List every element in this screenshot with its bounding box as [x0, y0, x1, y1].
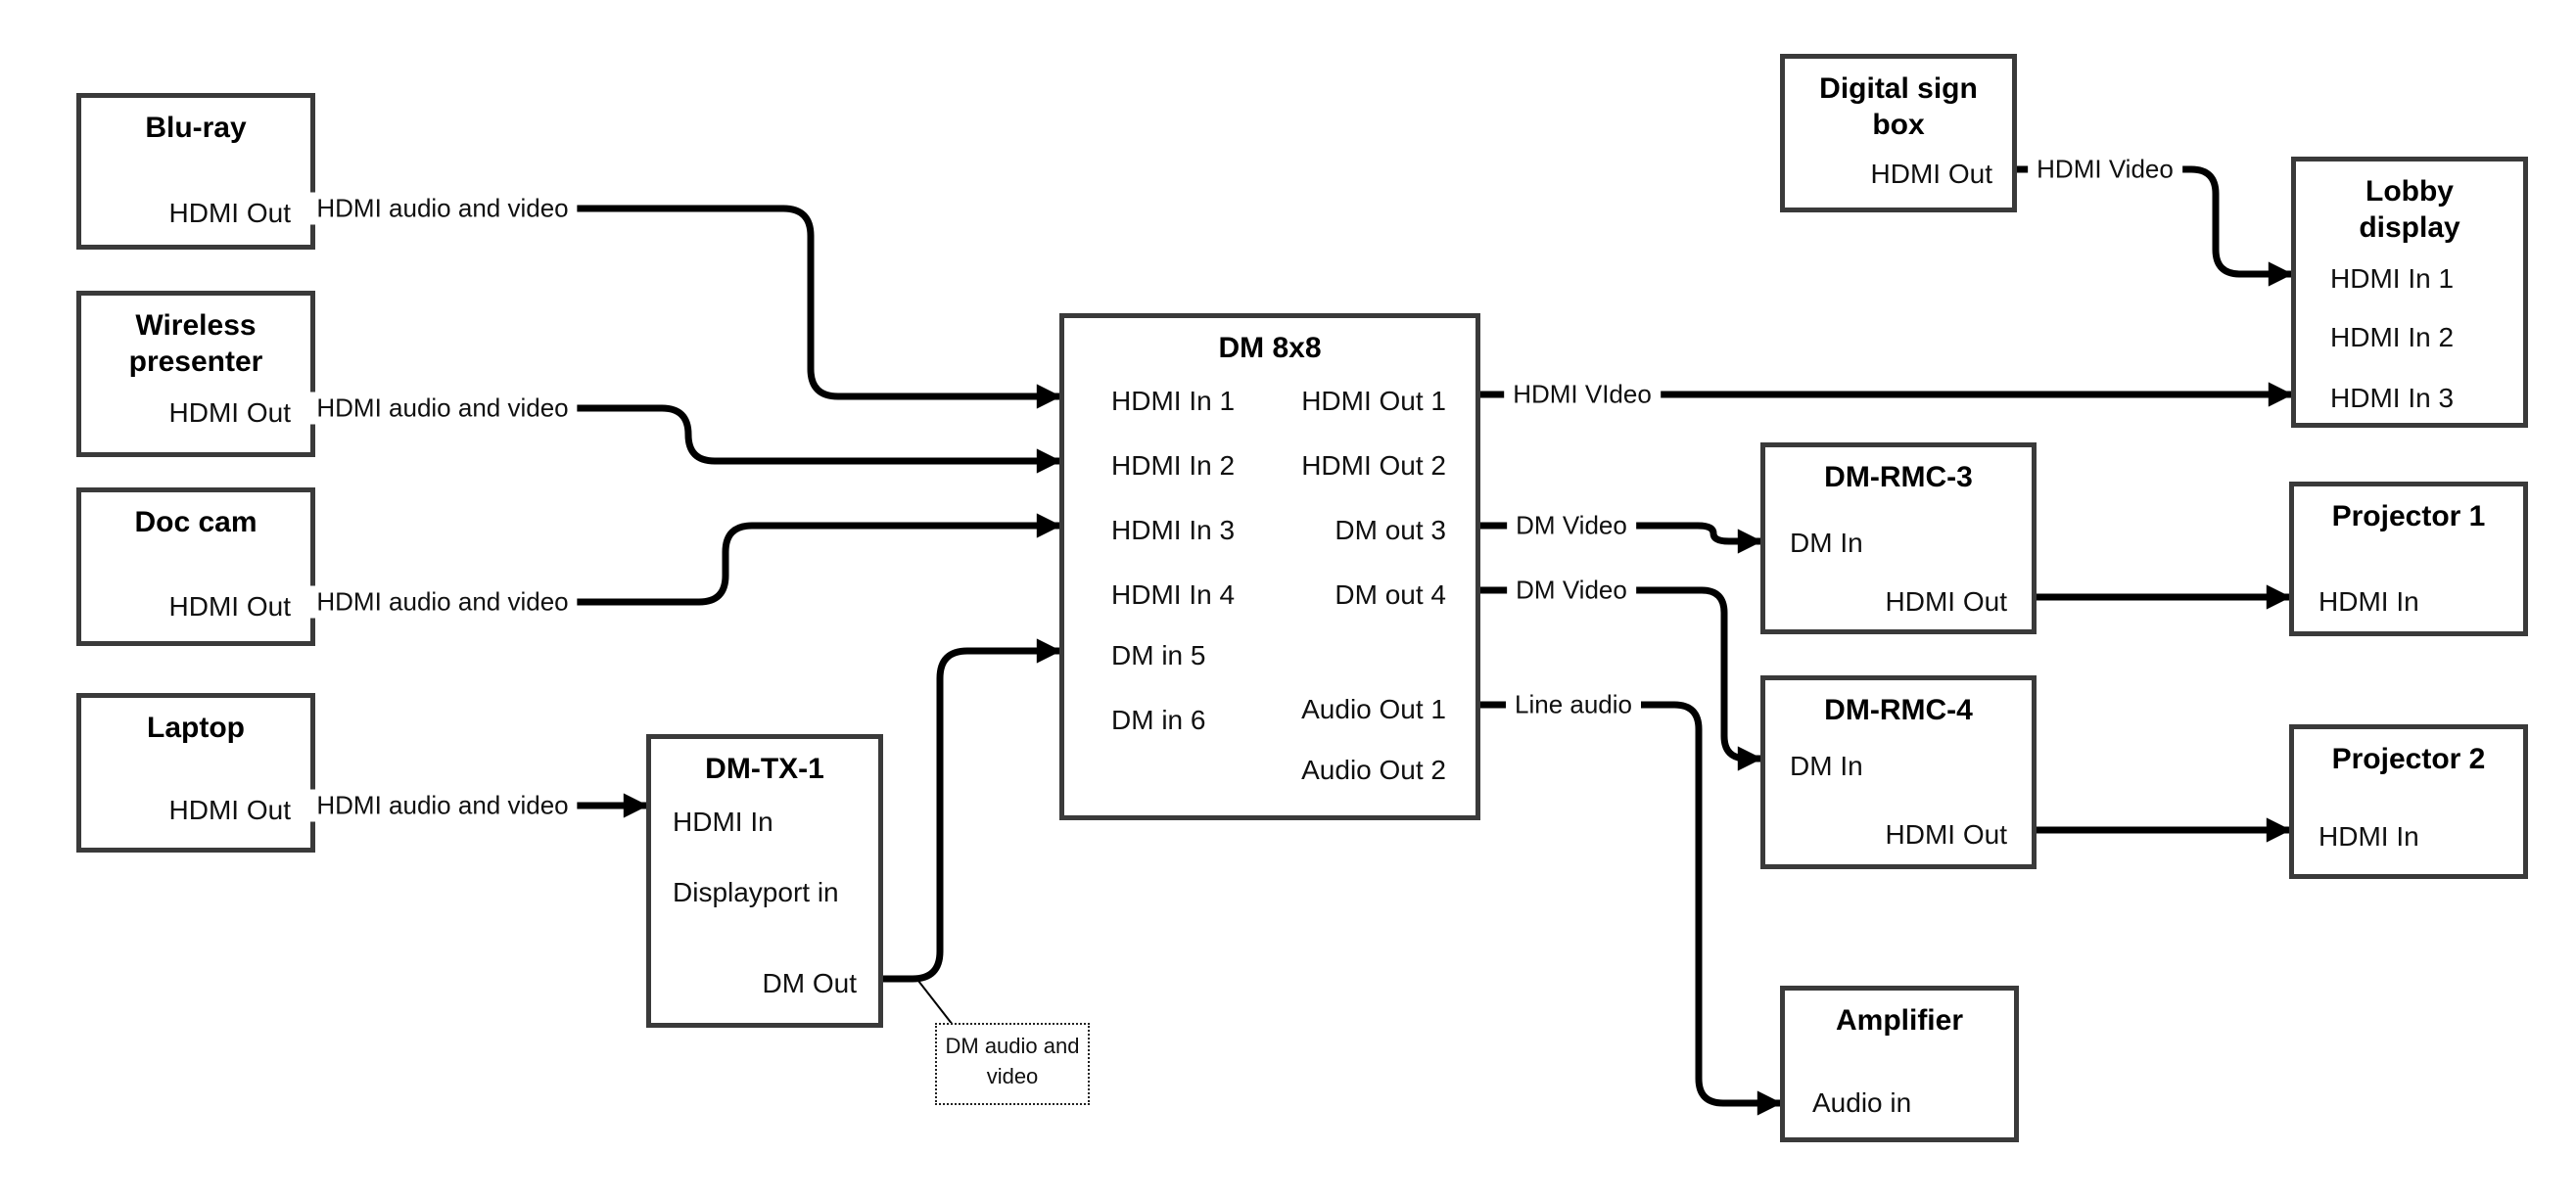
node-title: Doc cam [134, 506, 258, 538]
wire-label-hdmi-video-sign: HDMI Video [2028, 153, 2182, 186]
port-hdmi-out: HDMI Out [168, 198, 291, 228]
node-title: DM 8x8 [1218, 332, 1322, 364]
node-doc-cam: Doc cam HDMI Out [76, 487, 315, 646]
node-projector-2: Projector 2 HDMI In [2289, 724, 2528, 879]
node-dm-rmc-3: DM-RMC-3 DM In HDMI Out [1760, 442, 2037, 634]
port-dm-in-6: DM in 6 [1111, 705, 1206, 735]
node-laptop: Laptop HDMI Out [76, 693, 315, 853]
wire-label-dm-video-out4: DM Video [1507, 574, 1636, 607]
port-hdmi-out: HDMI Out [168, 397, 291, 428]
port-dm-in: DM In [1790, 528, 1863, 558]
wire-label-hdmi-av-bluray: HDMI audio and video [307, 192, 578, 225]
wire-label-hdmi-video-out1: HDMI VIdeo [1504, 378, 1661, 411]
port-dm-out: DM Out [762, 968, 857, 998]
node-title: Amplifier [1835, 1004, 1964, 1037]
port-dm-in-5: DM in 5 [1111, 640, 1206, 670]
callout-leader-line [917, 980, 954, 1026]
wire-dm8x8-audio1-to-amplifier [1480, 701, 1783, 1116]
wire-bluray-to-dm8x8-in1 [315, 205, 1062, 409]
node-title: DM-RMC-4 [1824, 694, 1973, 726]
node-title: Wireless presenter [128, 309, 263, 378]
node-digital-sign-box: Digital sign box HDMI Out [1780, 54, 2017, 212]
port-hdmi-out: HDMI Out [1885, 586, 2007, 617]
node-title: Digital sign box [1819, 72, 1978, 141]
node-lobby-display: Lobby display HDMI In 1 HDMI In 2 HDMI I… [2291, 157, 2528, 428]
port-hdmi-in-2: HDMI In 2 [2330, 322, 2455, 352]
node-title: Lobby display [2359, 175, 2460, 244]
port-hdmi-in: HDMI In [2318, 586, 2419, 617]
wire-dm8x8-out3-to-dmrmc3 [1480, 522, 1763, 554]
node-dm-8x8: DM 8x8 HDMI In 1 HDMI In 2 HDMI In 3 HDM… [1059, 313, 1480, 820]
port-audio-out-2: Audio Out 2 [1301, 755, 1446, 785]
port-hdmi-out: HDMI Out [1870, 159, 1992, 189]
port-audio-in: Audio in [1812, 1087, 1912, 1118]
node-title: DM-TX-1 [705, 753, 824, 785]
node-title: DM-RMC-3 [1824, 461, 1973, 493]
wire-label-dm-video-out3: DM Video [1507, 509, 1636, 542]
port-dm-out-4: DM out 4 [1335, 579, 1446, 610]
port-dm-out-3: DM out 3 [1335, 515, 1446, 545]
wire-label-line-audio: Line audio [1506, 688, 1641, 721]
wire-label-hdmi-av-laptop: HDMI audio and video [307, 789, 578, 822]
port-hdmi-in: HDMI In [673, 807, 773, 837]
node-title: Blu-ray [145, 112, 247, 144]
wire-label-hdmi-av-wireless: HDMI audio and video [307, 392, 578, 425]
node-blu-ray: Blu-ray HDMI Out [76, 93, 315, 250]
port-hdmi-in-1: HDMI In 1 [1111, 386, 1236, 416]
node-title: Projector 2 [2331, 743, 2486, 775]
port-hdmi-in: HDMI In [2318, 821, 2419, 852]
port-dm-in: DM In [1790, 751, 1863, 781]
callout-dm-audio-video: DM audio and video [935, 1023, 1090, 1105]
wire-dm8x8-out4-to-dmrmc4 [1480, 586, 1763, 771]
port-hdmi-out-2: HDMI Out 2 [1301, 450, 1446, 481]
node-projector-1: Projector 1 HDMI In [2289, 482, 2528, 636]
node-title: Projector 1 [2331, 500, 2486, 532]
wire-doccam-to-dm8x8-in3 [315, 513, 1062, 606]
node-amplifier: Amplifier Audio in [1780, 986, 2019, 1142]
port-hdmi-in-1: HDMI In 1 [2330, 263, 2455, 294]
port-hdmi-out-1: HDMI Out 1 [1301, 386, 1446, 416]
node-dm-rmc-4: DM-RMC-4 DM In HDMI Out [1760, 675, 2037, 869]
port-hdmi-in-4: HDMI In 4 [1111, 579, 1236, 610]
wire-dmtx1-to-dm8x8-in5 [883, 638, 1062, 983]
port-hdmi-out: HDMI Out [168, 591, 291, 622]
wire-wireless-to-dm8x8-in2 [315, 404, 1062, 474]
node-wireless-presenter: Wireless presenter HDMI Out [76, 291, 315, 457]
wire-label-hdmi-av-doccam: HDMI audio and video [307, 585, 578, 619]
port-hdmi-in-2: HDMI In 2 [1111, 450, 1236, 481]
wire-digitalsign-to-lobby-in1 [2017, 165, 2294, 287]
port-hdmi-out: HDMI Out [1885, 819, 2007, 850]
node-dm-tx-1: DM-TX-1 HDMI In Displayport in DM Out [646, 734, 883, 1028]
port-displayport-in: Displayport in [673, 877, 839, 907]
port-hdmi-out: HDMI Out [168, 795, 291, 825]
port-audio-out-1: Audio Out 1 [1301, 694, 1446, 724]
port-hdmi-in-3: HDMI In 3 [2330, 383, 2455, 413]
node-title: Laptop [147, 712, 245, 744]
port-hdmi-in-3: HDMI In 3 [1111, 515, 1236, 545]
